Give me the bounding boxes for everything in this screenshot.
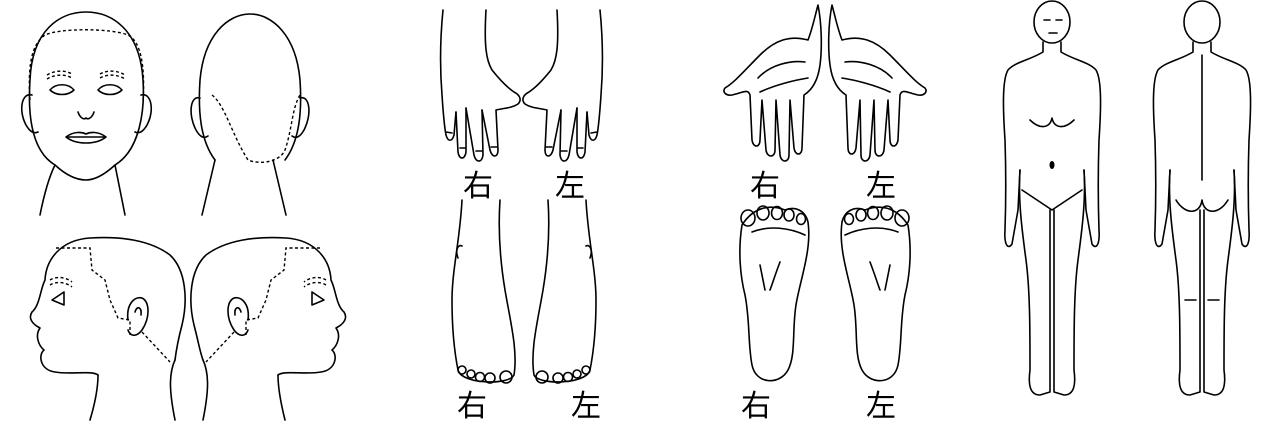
label-hands-left: 左: [555, 172, 585, 202]
feet-top-view: [452, 200, 596, 383]
head-left-profile: [30, 238, 185, 420]
label-palms-left: 左: [866, 172, 896, 202]
label-hands-right: 右: [463, 172, 493, 202]
head-front-view: [22, 12, 152, 215]
body-front-view: [1003, 1, 1100, 395]
head-right-profile: [191, 238, 346, 420]
hands-back-view: [441, 10, 603, 161]
label-palms-right: 右: [750, 172, 780, 202]
palms-view: [724, 5, 926, 161]
label-feet-top-left: 左: [571, 392, 601, 422]
label-feet-top-right: 右: [457, 392, 487, 422]
label-soles-left: 左: [866, 392, 896, 422]
label-soles-right: 右: [741, 392, 771, 422]
head-back-view: [191, 14, 309, 215]
soles-view: [740, 206, 910, 381]
body-back-view: [1153, 1, 1250, 395]
